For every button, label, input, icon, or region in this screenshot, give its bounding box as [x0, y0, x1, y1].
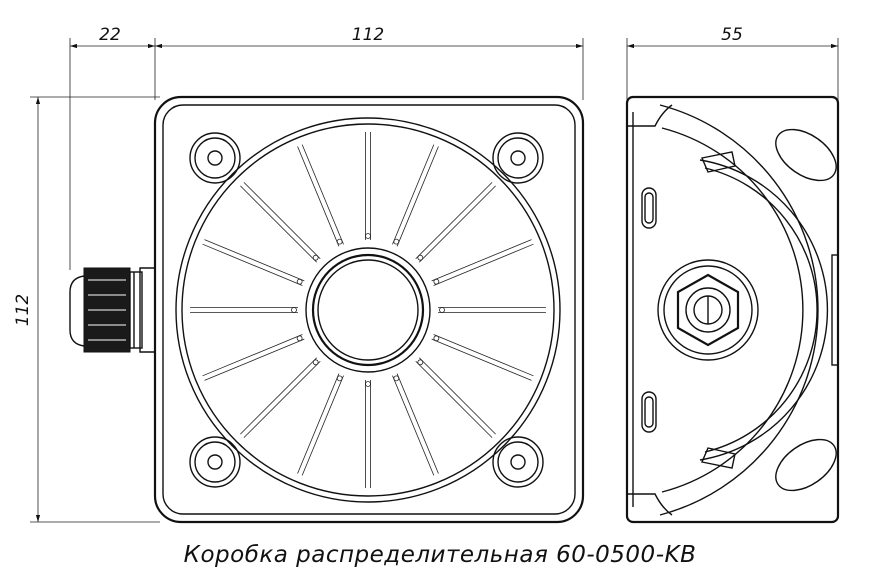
rib-dot [312, 359, 319, 366]
rib-dot [291, 307, 297, 313]
rib-line [431, 338, 532, 381]
rib-line [418, 357, 496, 435]
rib-dot [393, 238, 400, 245]
radial-ribs [190, 132, 546, 488]
rib-dot [296, 335, 303, 342]
side-view [625, 95, 840, 524]
rib-line [415, 182, 493, 260]
rib-line [433, 243, 534, 286]
front-view [153, 95, 585, 524]
dimension-lines [30, 38, 839, 523]
rib-line [297, 373, 340, 474]
rib-line [396, 146, 439, 247]
rib-dot [336, 375, 343, 382]
corner-screw-holes [189, 132, 544, 488]
side-gland [657, 259, 759, 361]
rib-dot [439, 307, 445, 313]
rib-line [204, 338, 305, 381]
rib-line [392, 375, 435, 476]
rib-line [415, 360, 493, 438]
rib-dot [365, 381, 371, 387]
rib-dot [417, 359, 424, 366]
cable-gland [69, 267, 155, 353]
rib-line [431, 239, 532, 282]
rib-line [396, 373, 439, 474]
rib-line [301, 144, 344, 245]
dim-gland-width: 22 [99, 25, 121, 45]
rib-dot [417, 254, 424, 261]
rib-dot [433, 278, 440, 285]
front-disc [175, 117, 561, 503]
rib-line [418, 185, 496, 263]
rib-line [202, 334, 303, 377]
rib-line [243, 360, 321, 438]
drawing-caption: Коробка распределительная 60-0500-KB [184, 542, 697, 568]
rib-line [202, 243, 303, 286]
rib-dot [296, 278, 303, 285]
dim-side-width: 55 [721, 25, 743, 45]
rib-line [297, 146, 340, 247]
rib-dot [433, 335, 440, 342]
central-boss [305, 247, 431, 373]
rib-line [240, 357, 318, 435]
dim-height: 112 [13, 294, 33, 326]
rib-line [204, 239, 305, 282]
rib-line [301, 375, 344, 476]
rib-line [433, 334, 534, 377]
rib-dot [365, 233, 371, 239]
rib-dot [336, 238, 343, 245]
rib-line [392, 144, 435, 245]
rib-dot [393, 375, 400, 382]
rib-dot [312, 254, 319, 261]
dim-front-width: 112 [352, 25, 384, 45]
rib-line [240, 185, 318, 263]
rib-line [243, 182, 321, 260]
